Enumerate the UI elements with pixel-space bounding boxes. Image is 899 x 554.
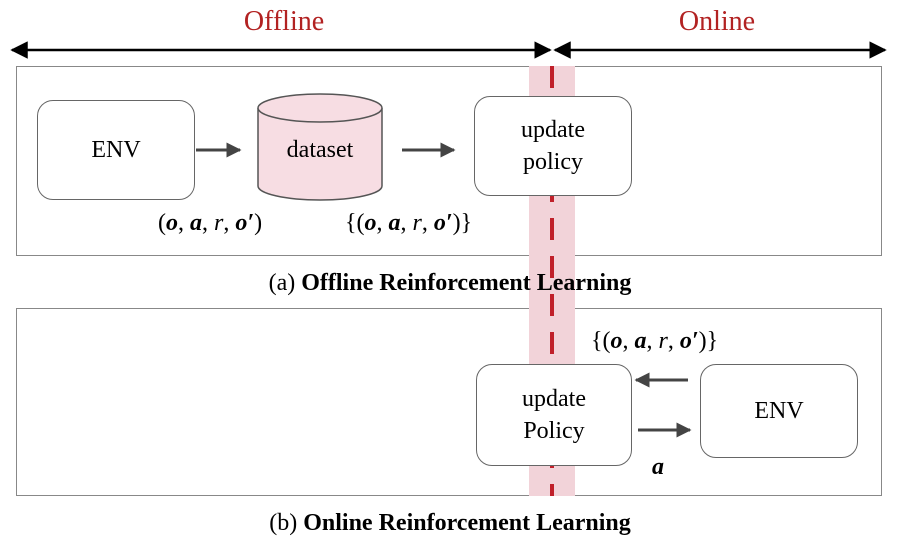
transition-set-online: {(o, a, r, o′)}	[591, 328, 719, 354]
update-policy-node-online: update Policy	[476, 364, 632, 466]
env-node-online-label: ENV	[754, 398, 804, 424]
transition-tuple: (o, a, r, o′)	[158, 210, 263, 236]
transition-set-offline: {(o, a, r, o′)}	[345, 210, 473, 236]
env-node-online: ENV	[700, 364, 858, 458]
update-policy-node-offline-label: update policy	[521, 117, 585, 175]
caption-offline: (a) Offline Reinforcement Learning	[268, 270, 632, 296]
env-node-offline: ENV	[37, 100, 195, 200]
caption-online: (b) Online Reinforcement Learning	[269, 510, 631, 536]
dataset-label: dataset	[286, 137, 354, 163]
online-header-label: Online	[678, 6, 756, 37]
env-node-offline-label: ENV	[91, 137, 141, 163]
online-panel	[16, 308, 882, 496]
update-policy-node-online-label: update Policy	[522, 386, 586, 444]
offline-panel	[16, 66, 882, 256]
action-label: a	[652, 454, 664, 480]
update-policy-node-offline: update policy	[474, 96, 632, 196]
dataset-cylinder-icon	[257, 93, 383, 201]
offline-header-label: Offline	[243, 6, 325, 37]
